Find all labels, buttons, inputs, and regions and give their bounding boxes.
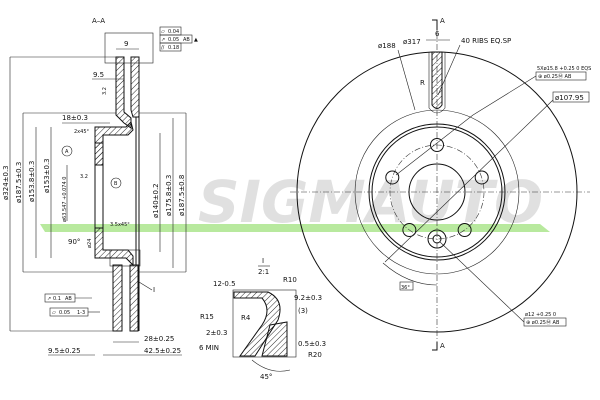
tol-value: 0.1 (53, 296, 61, 302)
rib-radius: R (420, 79, 425, 87)
tol-symbol: ↗ (161, 37, 165, 43)
dim-d140: ø140±0.2 (152, 183, 160, 218)
detail-dim-12: 12-0.5 (213, 280, 236, 288)
detail-dim-0-5: 0.5±0.3 (298, 340, 326, 348)
section-lower-inner-plate (129, 264, 139, 332)
bolt-hole (457, 223, 472, 238)
dim-d153-8: ø153.8±0.3 (28, 161, 36, 202)
bolt-hole (474, 170, 489, 185)
dim-d317: ø317 (403, 38, 421, 46)
detail-r15: R15 (200, 313, 214, 321)
section-hub-flange-bottom (94, 227, 134, 267)
angle-label: 36° (401, 285, 410, 291)
dim-d187-5: ø187.5±0.3 (15, 162, 23, 203)
datum-a: A (65, 149, 69, 155)
section-lower-outer-plate (112, 264, 123, 332)
section-mark-bottom: A (440, 342, 445, 350)
tol-datum: AB (65, 296, 72, 302)
detail-title: I (262, 257, 264, 265)
detail-dim-3: (3) (298, 307, 308, 315)
detail-view: I 2:1 12-0.5 R10 9.2±0.3 (3) R4 R15 2±0.… (199, 257, 326, 381)
ribs-label: 40 RIBS EQ.SP (461, 37, 511, 45)
tol-value: 0.04 (168, 29, 179, 35)
dim-top-width: 9 (124, 40, 128, 48)
pin-hole-tolerance: ⊕ ø0.25Ⓜ AB (526, 319, 560, 326)
dim-d63-547: ø63.547 +0.074 0 (62, 177, 68, 222)
detail-profile-lower (261, 321, 288, 357)
tol-datum: AB (183, 37, 190, 43)
tol-symbol: ↗ (47, 296, 51, 302)
tol-value: 0.18 (168, 45, 179, 51)
front-view: A A 6 ø188 ø317 40 RIBS EQ.SP R 5Xø15.8 … (290, 17, 591, 351)
dim-d175-8: ø175.8±0.3 (165, 175, 173, 216)
detail-r10: R10 (283, 276, 297, 284)
detail-marker: I (153, 286, 155, 294)
detail-scale: 2:1 (258, 268, 269, 276)
detail-dim-9-2: 9.2±0.3 (294, 294, 322, 302)
dim-hub-depth: 18±0.3 (62, 114, 88, 122)
rib-section (431, 51, 443, 109)
detail-dim-2: 2±0.3 (206, 329, 227, 337)
tol-symbol: ▱ (161, 29, 165, 35)
dim-wall: 9.5 (93, 71, 104, 79)
section-view: A–A 9 9.5 18±0.3 2x45° 3.5x45° 90° ø24 A… (2, 17, 198, 356)
section-title: A–A (92, 17, 105, 25)
dim-42-5: 42.5±0.25 (144, 347, 181, 355)
detail-profile-upper (233, 291, 281, 357)
dim-d153: ø153±0.3 (43, 158, 51, 193)
triangle-icon: ▲ (194, 37, 198, 43)
dim-angle: 90° (68, 238, 80, 246)
roughness-1: 3.2 (80, 174, 88, 180)
dim-9-5-bottom: 9.5±0.25 (48, 347, 81, 355)
dim-rib-width: 6 (435, 30, 440, 38)
pcd-label: ø107.95 (555, 94, 584, 102)
tolerance-frame-bottom: ↗ 0.1 AB ▱ 0.05 1-3 (44, 293, 100, 317)
tol-symbol: // (161, 45, 165, 51)
detail-r4: R4 (241, 314, 251, 322)
dim-bore-small: ø24 (87, 239, 93, 248)
dim-chamfer-top: 2x45° (74, 129, 90, 135)
bolt-holes-tolerance: ⊕ ø0.25Ⓜ AB (538, 73, 572, 80)
dim-d324: ø324±0.3 (2, 165, 10, 200)
bolt-holes-label: 5Xø15.8 +0.25 0 EQS (537, 66, 591, 72)
section-upper-inner-plate (130, 56, 140, 118)
dim-chamfer-bottom: 3.5x45° (110, 222, 130, 228)
tol-datum: 1-3 (77, 310, 85, 316)
tol-symbol: ▱ (52, 310, 56, 316)
section-mark-top: A (440, 17, 445, 25)
detail-r20: R20 (308, 351, 322, 359)
tolerance-frame-top: ▱ 0.04 ↗ 0.05 AB ▲ // 0.18 (159, 26, 198, 52)
section-hub-wall (94, 142, 104, 166)
datum-b: B (114, 181, 118, 187)
pin-hole-label: ø12 +0.25 0 (525, 312, 556, 318)
dim-d187-5-right: ø187.5±0.8 (178, 175, 186, 216)
tol-value: 0.05 (59, 310, 70, 316)
dim-28: 28±0.25 (144, 335, 174, 343)
bolt-hole (402, 223, 417, 238)
detail-45deg: 45° (260, 373, 272, 381)
detail-6-min: 6 MIN (199, 344, 219, 352)
dim-d188: ø188 (378, 42, 396, 50)
roughness-2: 3.2 (102, 87, 108, 95)
section-upper-outer-plate (115, 56, 132, 129)
tol-value: 0.05 (168, 37, 179, 43)
bolt-hole (385, 170, 400, 185)
